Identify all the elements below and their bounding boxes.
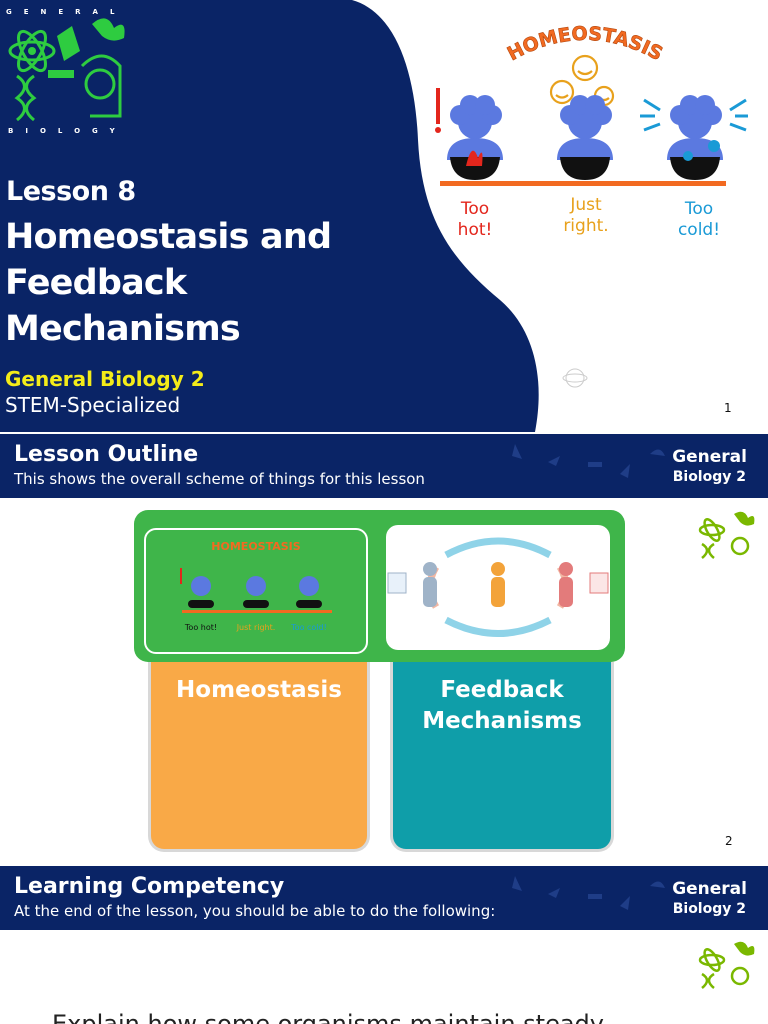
homeostasis-card-label: Homeostasis — [176, 677, 342, 703]
biology-logo-icon — [698, 511, 755, 559]
brand-general: General — [672, 447, 747, 467]
slide-header: Lesson Outline This shows the overall sc… — [0, 434, 768, 498]
lesson-number: Lesson 8 — [6, 176, 136, 207]
svg-text:Too hot!: Too hot! — [184, 623, 217, 632]
homeostasis-banner: HOMEOSTASIS — [504, 23, 666, 66]
general-biology-logo — [8, 18, 125, 122]
header-title: Learning Competency — [14, 874, 285, 899]
page-number: 1 — [724, 401, 732, 415]
figure-just-right — [557, 95, 613, 180]
header-subtitle: This shows the overall scheme of things … — [14, 470, 425, 488]
svg-text:Just right.: Just right. — [236, 623, 276, 632]
svg-text:Too cold!: Too cold! — [290, 623, 327, 632]
state-label-too-cold: Too cold! — [670, 199, 728, 241]
navy-blob-background — [0, 0, 588, 432]
homeostasis-thumbnail: HOMEOSTASIS Too hot! Just right. Too col… — [144, 528, 368, 654]
too-hot-line2: hot! — [457, 220, 493, 240]
bio-icons-watermark — [512, 444, 665, 478]
homeostasis-drawing: HOMEOSTASIS — [435, 22, 748, 186]
slide-title: Homeostasis and Feedback Mechanisms — [5, 214, 425, 352]
figure-too-cold — [640, 95, 748, 180]
state-label-too-hot: Too hot! — [449, 199, 501, 241]
too-cold-line1: Too — [684, 199, 714, 219]
page-number: 2 — [725, 834, 733, 848]
title-line-1: Homeostasis and — [5, 217, 332, 257]
too-cold-line2: cold! — [677, 220, 721, 240]
state-label-just-right: Just right. — [557, 195, 615, 237]
brand-general: General — [672, 879, 747, 899]
homeostasis-thumbnail-drawing: HOMEOSTASIS Too hot! Just right. Too col… — [180, 540, 332, 632]
competency-text: Explain how some organisms maintain stea… — [52, 1010, 604, 1024]
feedback-card-line1: Feedback — [440, 677, 564, 703]
logo-top-text: GENERAL — [6, 8, 127, 16]
learning-competency-slide: Learning Competency At the end of the le… — [0, 864, 768, 1024]
feedback-loop-thumbnail — [386, 525, 610, 650]
just-right-line2: right. — [563, 216, 609, 236]
track-name: STEM-Specialized — [5, 393, 181, 417]
homeostasis-card[interactable]: Homeostasis — [148, 662, 370, 852]
feedback-loop-diagram — [387, 537, 609, 637]
header-subtitle: At the end of the lesson, you should be … — [14, 902, 496, 920]
too-hot-line1: Too — [460, 199, 490, 219]
feedback-card-line2: Mechanisms — [422, 708, 582, 734]
lesson-outline-slide: Lesson Outline This shows the overall sc… — [0, 434, 768, 862]
logo-bottom-text: BIOLOGY — [8, 127, 127, 135]
feedback-mechanisms-card[interactable]: Feedback Mechanisms — [390, 662, 614, 852]
biology-logo-icon — [698, 941, 755, 989]
brand-biology2: Biology 2 — [672, 469, 746, 485]
feedback-card-label: Feedback Mechanisms — [393, 675, 611, 737]
header-title: Lesson Outline — [14, 442, 199, 467]
title-line-2: Feedback Mechanisms — [5, 263, 241, 349]
brand-biology2: Biology 2 — [672, 901, 746, 917]
thumb-banner: HOMEOSTASIS — [211, 540, 300, 553]
slide-header: Learning Competency At the end of the le… — [0, 866, 768, 930]
just-right-line1: Just — [570, 195, 602, 215]
bio-icons-watermark — [512, 876, 665, 910]
figure-too-hot — [435, 88, 503, 180]
subject-name: General Biology 2 — [5, 367, 205, 391]
title-slide: GENERAL BIOLOGY Lesson 8 Homeostasis and… — [0, 0, 768, 432]
